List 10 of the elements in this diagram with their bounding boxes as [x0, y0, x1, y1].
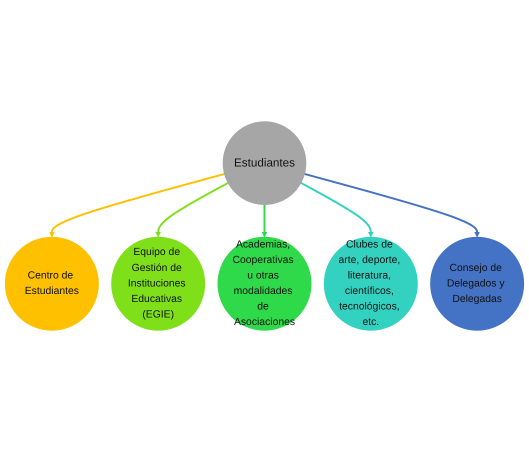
node-circle: Centro de Estudiantes [4, 236, 99, 331]
node-circle: Estudiantes [222, 121, 306, 205]
node-circle: Clubes de arte, deporte, literatura, científicos, tecnológicos, etc. [324, 236, 418, 331]
arrow [262, 204, 268, 238]
node-circle: Equipo de Gestión de Instituciones Educativas (EGIE) [111, 236, 206, 331]
arrow [155, 182, 228, 238]
arrow [49, 173, 225, 238]
node-circle: Consejo de Delegados y Delegadas [430, 236, 524, 331]
arrow [300, 182, 374, 238]
arrow [304, 173, 480, 238]
